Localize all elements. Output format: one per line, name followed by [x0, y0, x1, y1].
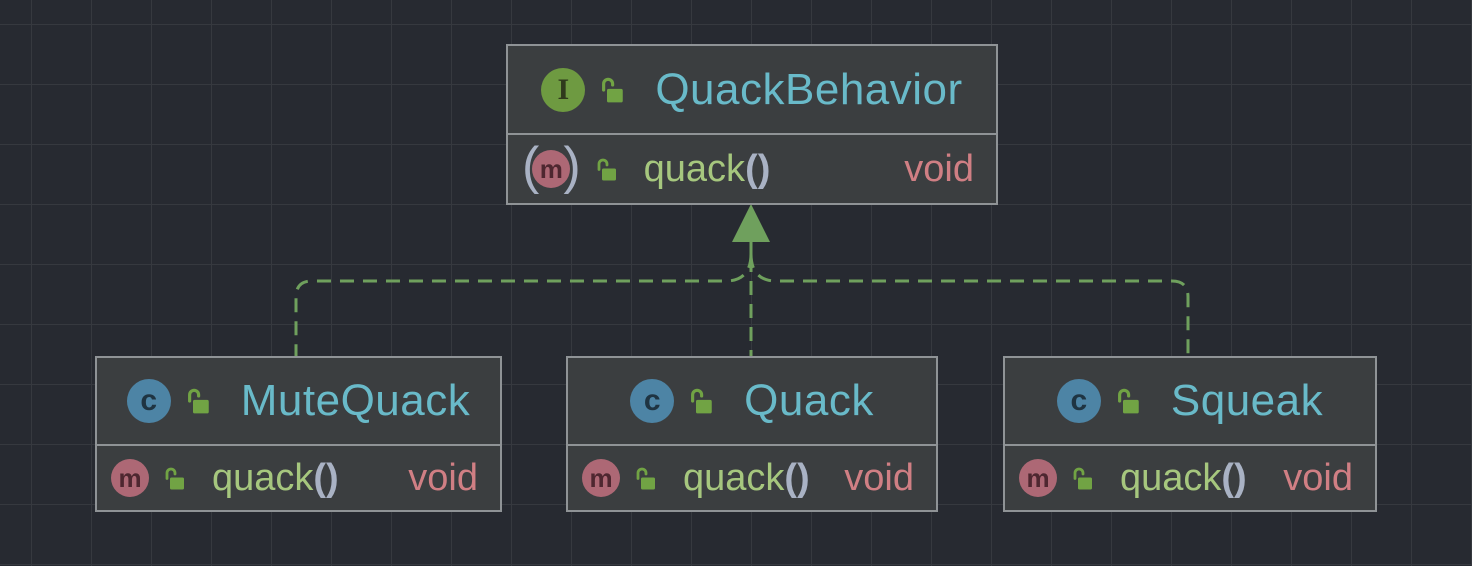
unlocked-icon [597, 158, 616, 180]
method-signature: quack() [683, 456, 810, 499]
abstract-paren-close: ) [563, 137, 581, 195]
method-signature: quack() [643, 147, 771, 190]
return-type: void [408, 456, 478, 499]
member-row[interactable]: m quack() void [1005, 446, 1375, 510]
return-type: void [1283, 456, 1353, 499]
unlocked-icon [1073, 467, 1092, 489]
uml-node-quackbehavior[interactable]: I QuackBehavior ( m ) quack() void [506, 44, 998, 205]
unlocked-icon [165, 467, 184, 489]
node-header: c Quack [568, 358, 936, 446]
unlocked-icon [691, 388, 712, 414]
unlocked-icon [636, 467, 655, 489]
arrow-head [732, 204, 770, 242]
class-icon: c [630, 379, 675, 423]
method-signature: quack() [212, 456, 339, 499]
node-title: MuteQuack [240, 376, 471, 425]
abstract-paren-open: ( [522, 137, 540, 195]
method-icon: m [111, 459, 149, 497]
uml-node-quack[interactable]: c Quack m quack() void [566, 356, 938, 512]
member-row[interactable]: m quack() void [97, 446, 500, 510]
unlocked-icon [602, 77, 624, 102]
return-type: void [844, 456, 914, 499]
method-signature: quack() [1120, 456, 1247, 499]
node-title: QuackBehavior [655, 64, 963, 114]
node-title: Squeak [1170, 376, 1324, 425]
node-title: Quack [744, 376, 874, 425]
edge-right[interactable] [749, 253, 1190, 356]
method-icon: m [1019, 459, 1057, 497]
unlocked-icon [1117, 388, 1139, 414]
member-row[interactable]: m quack() void [568, 446, 936, 510]
unlocked-icon [187, 388, 209, 414]
class-icon: c [1056, 379, 1101, 423]
node-header: c MuteQuack [97, 358, 500, 446]
interface-icon: I [541, 67, 586, 112]
member-row[interactable]: ( m ) quack() void [508, 135, 996, 203]
return-type: void [904, 147, 974, 190]
uml-node-mutequack[interactable]: c MuteQuack m quack() void [95, 356, 502, 512]
uml-node-squeak[interactable]: c Squeak m quack() void [1003, 356, 1377, 512]
node-header: c Squeak [1005, 358, 1375, 446]
edge-left[interactable] [294, 253, 753, 356]
method-icon: m [582, 459, 620, 497]
method-icon: m [532, 150, 571, 188]
node-header: I QuackBehavior [508, 46, 996, 135]
realization-arrow[interactable] [294, 204, 1190, 356]
class-icon: c [126, 379, 171, 423]
